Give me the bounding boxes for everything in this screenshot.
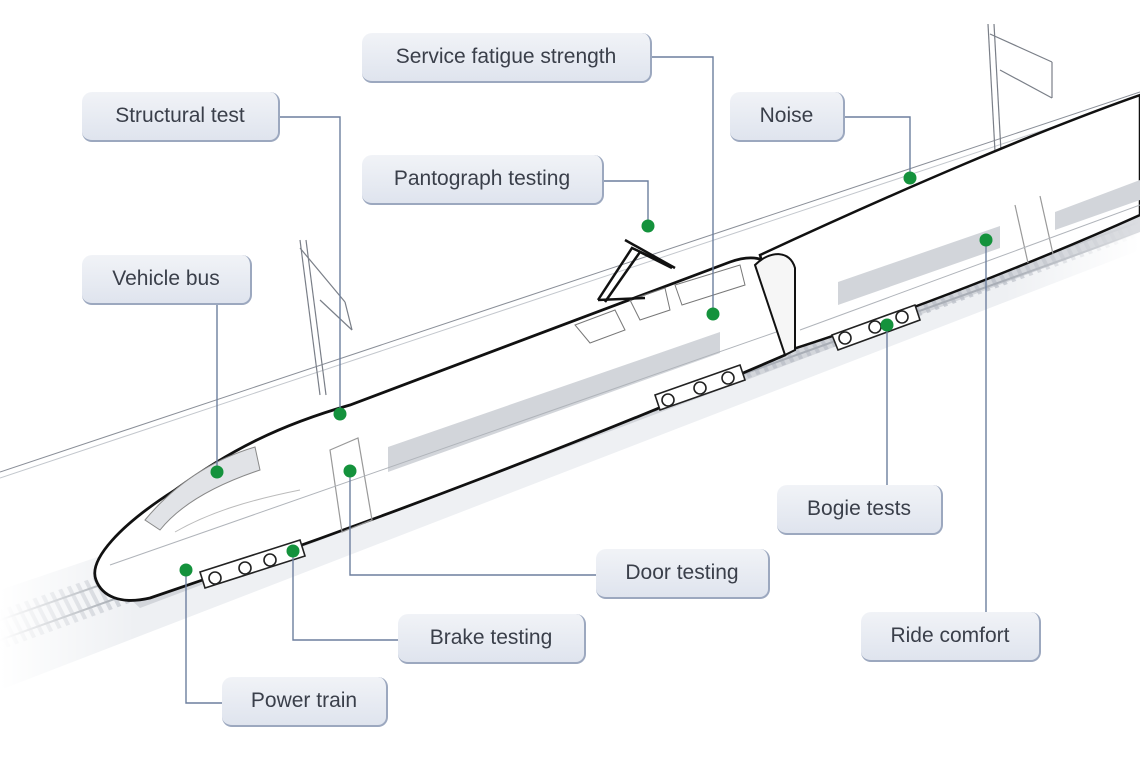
- label-brake-testing[interactable]: Brake testing: [398, 614, 586, 664]
- label-vehicle-bus[interactable]: Vehicle bus: [82, 255, 252, 305]
- label-bogie-tests[interactable]: Bogie tests: [777, 485, 943, 535]
- marker-bogie: [880, 318, 894, 332]
- marker-ride-comfort: [979, 233, 993, 247]
- marker-power-train: [179, 563, 193, 577]
- catenary-wire: [0, 91, 1140, 473]
- label-pantograph-testing[interactable]: Pantograph testing: [362, 155, 604, 205]
- label-power-train[interactable]: Power train: [222, 677, 388, 727]
- marker-service-fatigue: [706, 307, 720, 321]
- leader-lines: [185, 56, 987, 704]
- label-door-testing[interactable]: Door testing: [596, 549, 770, 599]
- label-structural-test[interactable]: Structural test: [82, 92, 280, 142]
- overhead-mast: [299, 23, 1053, 396]
- test-point-markers: [179, 171, 993, 577]
- marker-noise: [903, 171, 917, 185]
- marker-vehicle-bus: [210, 465, 224, 479]
- train-body: [93, 93, 1140, 608]
- marker-door: [343, 464, 357, 478]
- label-ride-comfort[interactable]: Ride comfort: [861, 612, 1041, 662]
- label-noise[interactable]: Noise: [730, 92, 845, 142]
- marker-brake: [286, 544, 300, 558]
- pantograph: [596, 238, 676, 303]
- marker-structural: [333, 407, 347, 421]
- marker-pantograph: [641, 219, 655, 233]
- bogies: [198, 303, 922, 590]
- label-service-fatigue-strength[interactable]: Service fatigue strength: [362, 33, 652, 83]
